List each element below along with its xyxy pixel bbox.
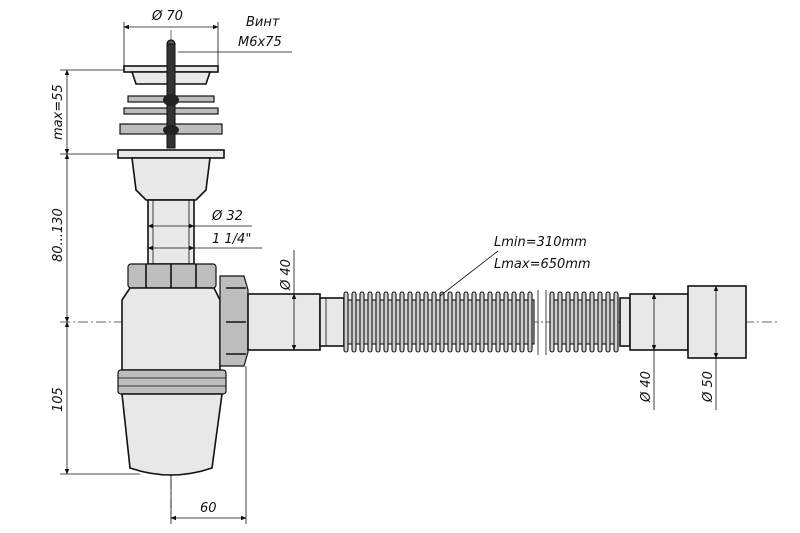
bottle-height-label: 105 — [51, 387, 66, 412]
outlet-pipe — [247, 293, 345, 351]
drain-diameter-label: Ø 70 — [151, 9, 183, 24]
pipe-length-label: 80...130 — [51, 208, 66, 262]
offset-label: 60 — [200, 501, 217, 516]
screw-size-label: M6x75 — [238, 35, 282, 50]
corrugated-hose-continued — [549, 291, 619, 353]
pipe-diameter-label: Ø 32 — [211, 209, 243, 224]
screw-caption-label: Винт — [246, 15, 280, 30]
screw — [163, 39, 179, 149]
corrugated-hose — [343, 291, 535, 353]
coupling-nut — [127, 263, 217, 289]
thread-size-label: 1 1/4" — [212, 232, 251, 247]
hose-max-length-label: Lmax=650mm — [494, 257, 591, 272]
hose-min-length-label: Lmin=310mm — [494, 235, 587, 250]
outlet-nut — [219, 275, 249, 367]
hose-end-inner-diameter-label: Ø 40 — [639, 371, 654, 403]
max-height-label: max=55 — [51, 84, 66, 140]
hose-end-adapter — [619, 285, 747, 359]
outlet-diameter-label: Ø 40 — [279, 259, 294, 291]
trap-bottle — [117, 287, 227, 476]
trap-neck — [131, 157, 211, 265]
hose-end-outer-diameter-label: Ø 50 — [701, 371, 716, 403]
